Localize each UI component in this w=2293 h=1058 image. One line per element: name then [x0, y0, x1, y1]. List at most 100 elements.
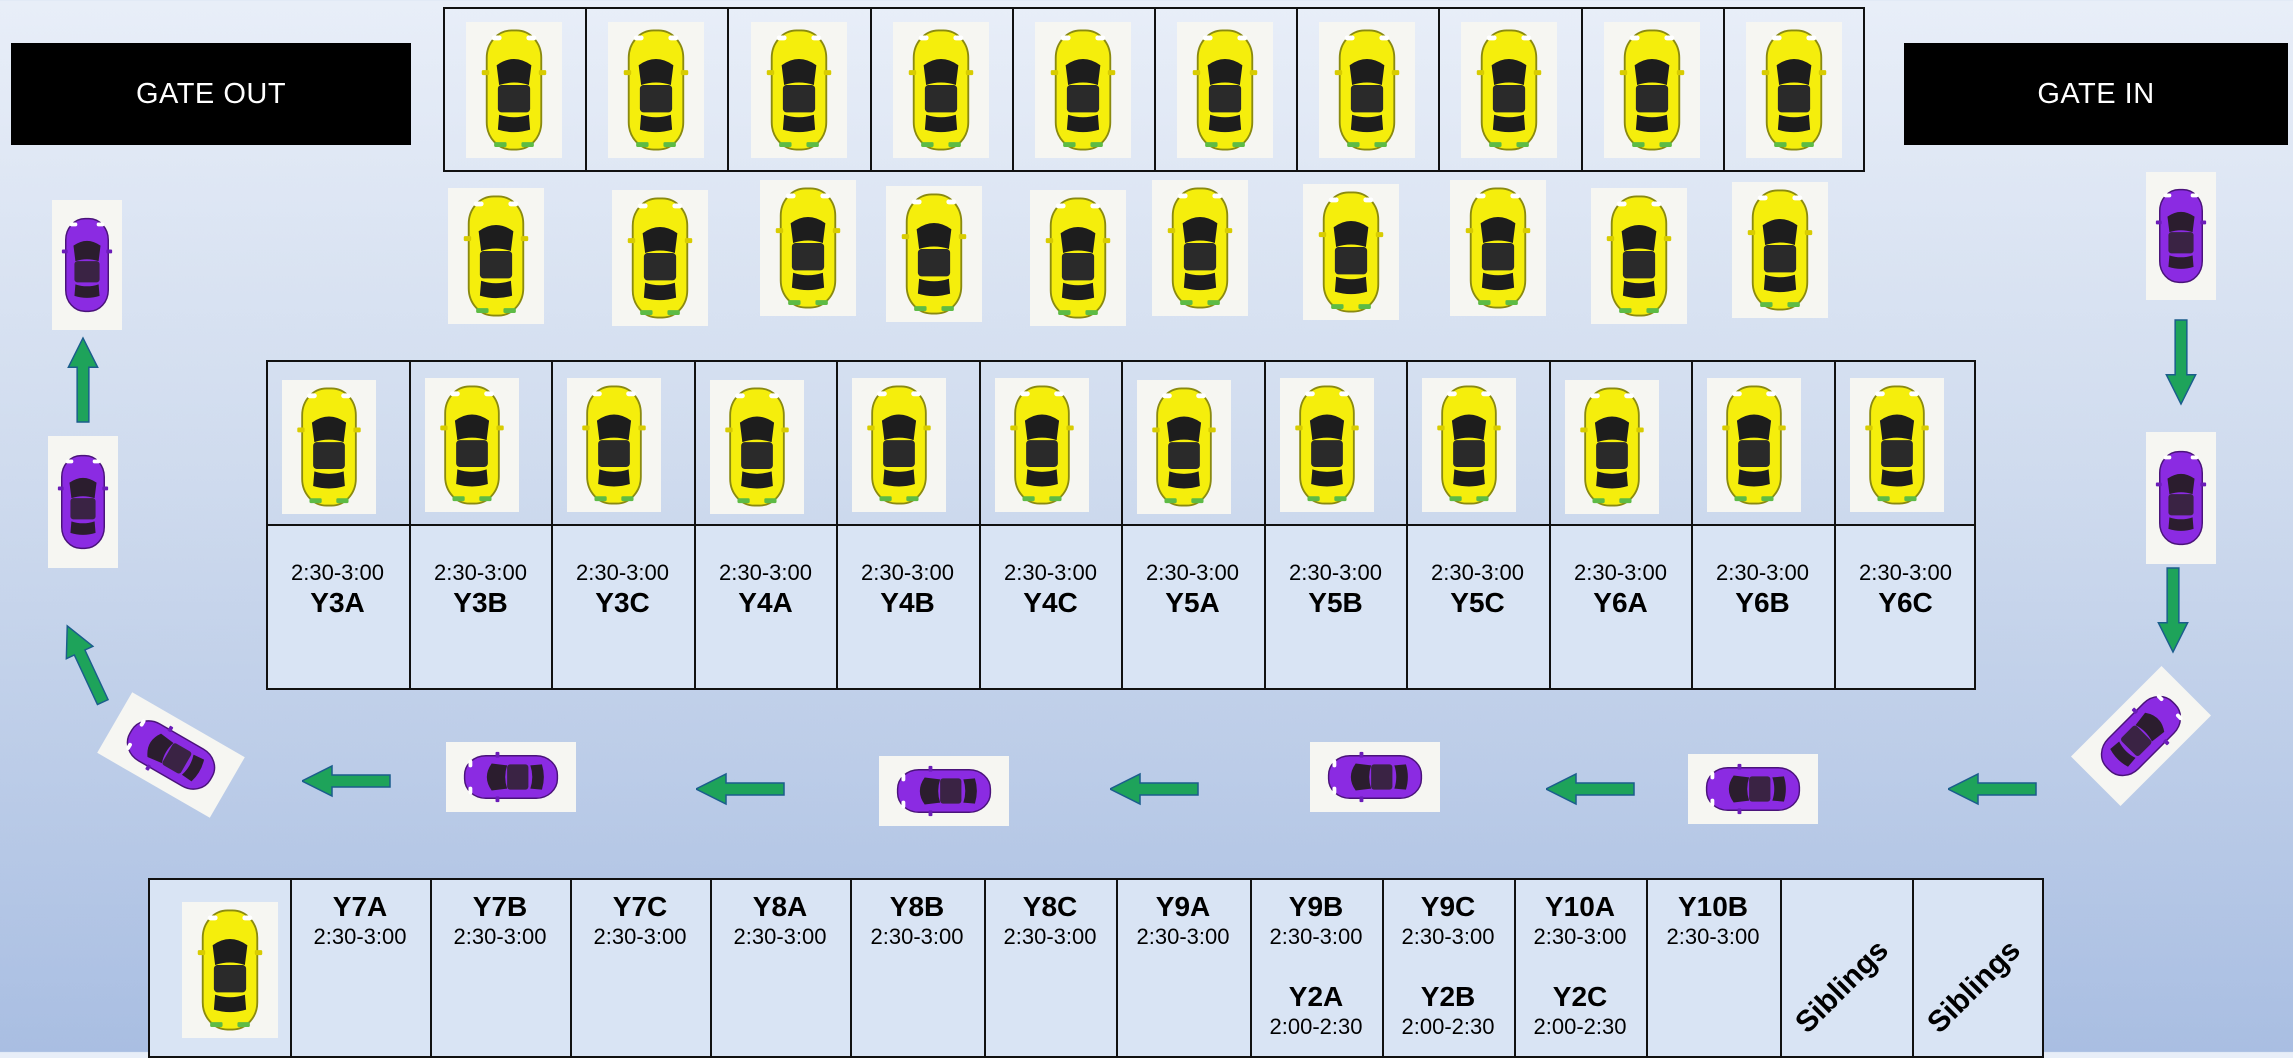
bay-code: Y3C	[595, 587, 650, 618]
parked-car-icon	[1049, 29, 1117, 151]
parked-car-icon	[581, 385, 647, 505]
parked-car-icon	[724, 387, 790, 507]
arrow-down-icon	[2165, 319, 2197, 405]
bottom-bay-divider	[710, 878, 712, 1058]
top-row-divider	[1438, 7, 1440, 172]
arrow-up-icon	[53, 618, 117, 710]
bottom-bay-divider	[430, 878, 432, 1058]
parked-car-icon-frame	[1303, 184, 1399, 320]
moving-car-icon	[463, 750, 559, 804]
parked-car-icon-frame	[1177, 22, 1273, 158]
parked-car-icon	[1166, 187, 1234, 309]
bay-code: Y10B	[1677, 891, 1749, 922]
parked-car-icon-frame	[425, 378, 519, 512]
parked-car-icon-frame	[1850, 378, 1944, 512]
parked-car-icon	[1464, 187, 1532, 309]
bay-time: 2:30-3:00	[733, 924, 827, 949]
parked-car-icon	[1618, 29, 1686, 151]
bay-code: Y8A	[752, 891, 808, 922]
bay-time: 2:30-3:00	[1004, 560, 1097, 585]
moving-car-icon-frame	[48, 436, 118, 568]
bay-code: Y10A	[1544, 891, 1616, 922]
bay-code: Y4C	[1023, 587, 1078, 618]
parked-car-icon-frame	[1035, 22, 1131, 158]
parked-car-icon	[622, 29, 690, 151]
parked-car-icon-frame	[612, 190, 708, 326]
parked-car-icon	[1151, 387, 1217, 507]
parked-car-icon	[1317, 191, 1385, 313]
bottom-bay-divider	[1382, 878, 1384, 1058]
bay-code: Y4B	[880, 587, 935, 618]
bay-time: 2:30-3:00	[861, 560, 954, 585]
top-row-divider	[1581, 7, 1583, 172]
moving-car-icon	[2089, 684, 2193, 788]
parked-car-icon-frame	[1591, 188, 1687, 324]
bay-code: Y9A	[1155, 891, 1211, 922]
parked-car-icon-frame	[1461, 22, 1557, 158]
parked-car-icon-frame	[182, 902, 278, 1038]
bay-code: Y9B	[1288, 891, 1344, 922]
parked-car-icon	[1605, 195, 1673, 317]
bottom-bay-divider	[1116, 878, 1118, 1058]
moving-car-icon-frame	[2146, 172, 2216, 300]
parked-car-icon	[1721, 385, 1787, 505]
arrow-left-icon	[1948, 773, 2037, 805]
middle-bay-divider	[836, 360, 838, 690]
parked-car-icon-frame	[1565, 380, 1659, 514]
top-row-divider	[1154, 7, 1156, 172]
parked-car-icon-frame	[567, 378, 661, 512]
moving-car-icon-frame	[446, 742, 576, 812]
bay-code: Y6B	[1735, 587, 1790, 618]
middle-bay-divider	[1549, 360, 1551, 690]
arrow-up-icon	[67, 337, 99, 423]
parked-car-icon-frame	[608, 22, 704, 158]
bottom-bay-row	[148, 878, 2044, 1058]
parked-car-icon	[1579, 387, 1645, 507]
bay-code: Y5A	[1165, 587, 1220, 618]
middle-bay-divider	[1406, 360, 1408, 690]
parked-car-icon	[439, 385, 505, 505]
parked-car-icon	[296, 387, 362, 507]
parked-car-icon	[900, 193, 968, 315]
parked-car-icon	[907, 29, 975, 151]
bay-code: Y5C	[1450, 587, 1505, 618]
moving-car-icon	[1705, 762, 1801, 816]
parked-car-icon	[1475, 29, 1543, 151]
parked-car-icon	[1864, 385, 1930, 505]
top-row-divider	[585, 7, 587, 172]
parked-car-icon-frame	[1422, 378, 1516, 512]
bay-code: Y9C	[1420, 891, 1476, 922]
bay-code: Y6A	[1593, 587, 1648, 618]
top-row-divider	[1012, 7, 1014, 172]
moving-car-icon	[2154, 450, 2208, 546]
parked-car-icon	[462, 195, 530, 317]
top-row-divider	[870, 7, 872, 172]
moving-car-icon	[2154, 188, 2208, 284]
bay-time: 2:30-3:00	[434, 560, 527, 585]
parked-car-icon	[765, 29, 833, 151]
moving-car-icon	[56, 454, 110, 550]
bottom-bay-divider	[290, 878, 292, 1058]
parked-car-icon-frame	[995, 378, 1089, 512]
bay-time: 2:30-3:00	[576, 560, 669, 585]
parked-car-icon	[866, 385, 932, 505]
bay-time: 2:30-3:00	[1401, 924, 1495, 949]
parked-car-icon-frame	[1319, 22, 1415, 158]
gate-out-label: GATE OUT	[11, 43, 411, 145]
moving-car-icon-frame	[2070, 665, 2212, 807]
top-row-divider	[1296, 7, 1298, 172]
arrow-down-icon	[2157, 567, 2189, 653]
